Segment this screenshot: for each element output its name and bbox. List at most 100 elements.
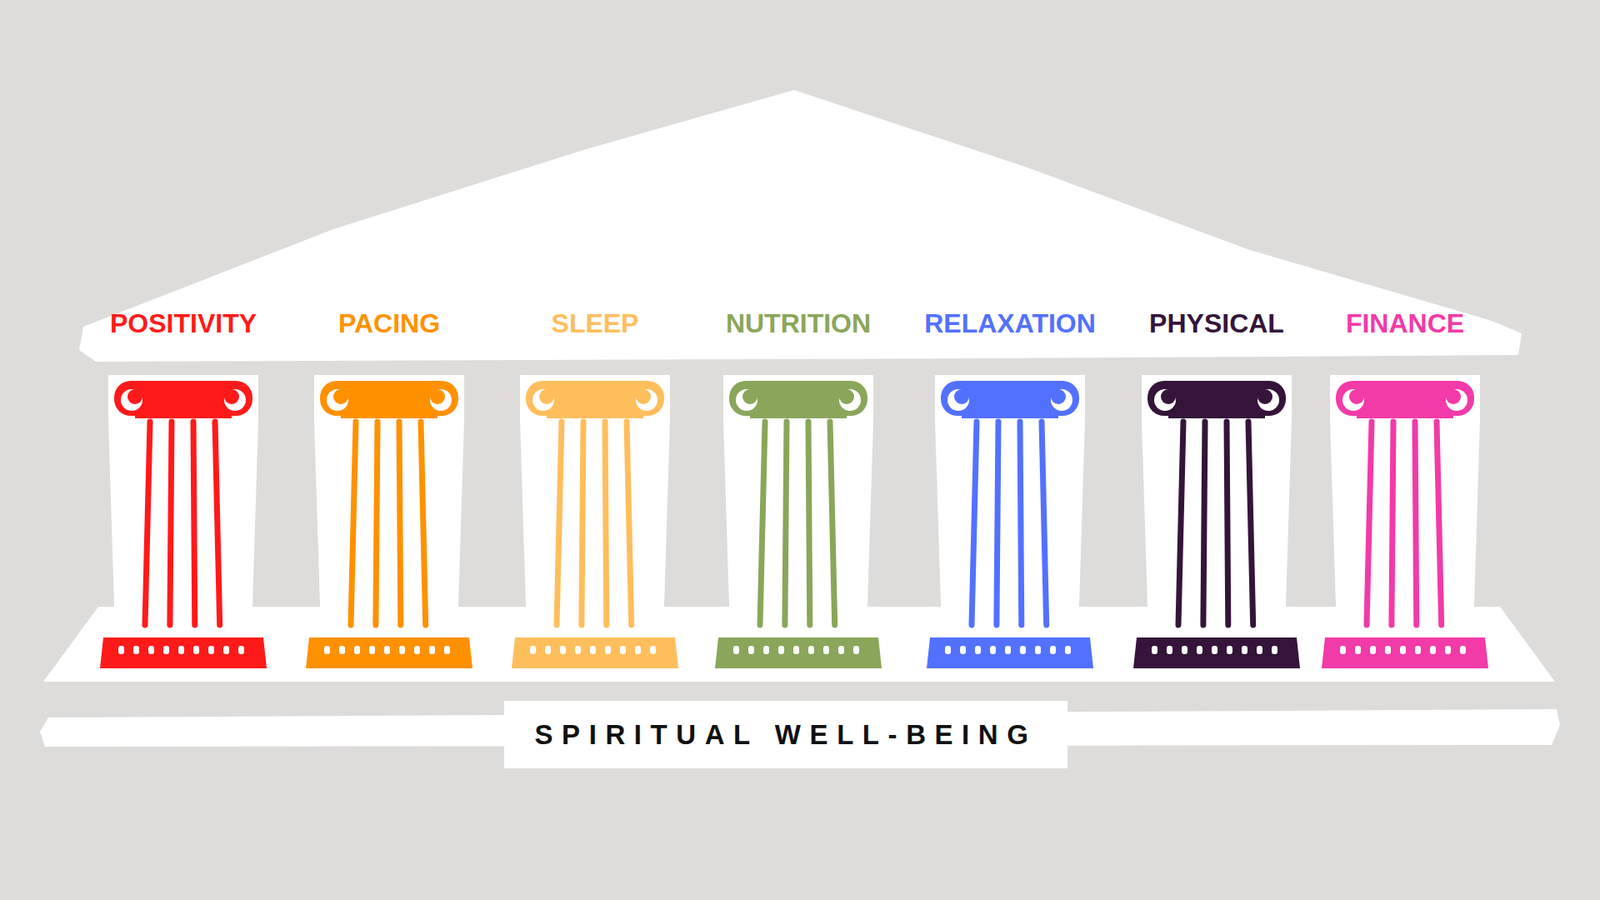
base-dot	[1035, 645, 1041, 655]
capital-scroll	[1160, 389, 1176, 405]
base-dot	[163, 645, 170, 655]
column-base	[511, 637, 679, 669]
column	[295, 375, 483, 674]
base-dot	[1226, 645, 1233, 655]
capital-scroll	[539, 389, 555, 405]
pillar-label: SLEEP	[551, 310, 640, 337]
capital-scroll	[735, 389, 758, 411]
pillar-label: POSITIVITY	[110, 310, 257, 337]
column-outline	[295, 375, 483, 674]
column-flute	[1391, 421, 1394, 625]
base-dot	[429, 645, 435, 655]
column-flute	[1020, 421, 1022, 625]
base-dot	[960, 645, 966, 655]
base-dot	[133, 645, 140, 655]
column-flute	[996, 421, 999, 625]
base-dot	[590, 645, 596, 655]
base-dot	[1256, 645, 1263, 655]
base-dot	[399, 645, 405, 655]
column-capital-band	[750, 408, 847, 419]
column-shaft	[1341, 416, 1469, 632]
base-dot	[178, 645, 185, 655]
capital-scroll	[430, 389, 445, 405]
base-dot	[1400, 645, 1406, 655]
capital-scroll	[120, 389, 143, 411]
capital-scroll	[430, 389, 452, 411]
base-dot	[530, 645, 536, 655]
column-flute	[1436, 421, 1442, 625]
capital-scroll	[1050, 389, 1066, 405]
base-dot	[945, 645, 951, 655]
base-dot	[1151, 645, 1158, 655]
column-outline	[916, 375, 1104, 674]
capital-scroll	[635, 389, 651, 405]
base-dot	[1020, 645, 1026, 655]
column-flute	[350, 421, 356, 625]
column-flute	[1178, 421, 1184, 625]
column-outline	[501, 375, 689, 674]
capital-scroll	[333, 389, 349, 405]
base-dot	[148, 645, 155, 655]
base-dot	[369, 645, 375, 655]
capital-scroll	[1257, 389, 1273, 405]
base-dot	[414, 645, 420, 655]
base-dot	[1355, 645, 1361, 655]
pillar-label: NUTRITION	[725, 310, 871, 337]
column-flute	[215, 421, 220, 625]
base-dot	[1050, 645, 1056, 655]
column-shaft	[120, 416, 247, 632]
column-capital-band	[1356, 408, 1454, 419]
capital-scroll	[224, 389, 246, 411]
base-dot	[635, 645, 641, 655]
column	[916, 375, 1104, 674]
column-flute	[145, 421, 150, 625]
column-flute	[626, 421, 632, 625]
column-flute	[193, 421, 195, 625]
column-flute	[420, 421, 426, 625]
foundation-text: SPIRITUAL WELL-BEING	[535, 719, 1038, 751]
base-dot	[975, 645, 981, 655]
column-flute	[1041, 421, 1047, 625]
column-flute	[1366, 421, 1372, 625]
capital-scroll	[1257, 389, 1280, 411]
column	[1311, 375, 1499, 674]
base-dot	[238, 645, 245, 655]
column-base	[305, 637, 473, 669]
column-flute	[830, 421, 835, 625]
column-flute	[1415, 421, 1417, 625]
base-dot	[778, 645, 785, 655]
temple-roof	[79, 90, 1522, 362]
column-flute	[375, 421, 378, 625]
base-dot	[208, 645, 215, 655]
base-dot	[444, 645, 450, 655]
base-dot	[838, 645, 845, 655]
capital-scroll	[742, 389, 758, 405]
column-flute	[1226, 421, 1229, 625]
base-dot	[1370, 645, 1376, 655]
base-dot	[560, 645, 566, 655]
base-dot	[545, 645, 551, 655]
capital-scroll	[954, 389, 970, 405]
column-shaft	[1153, 416, 1280, 632]
base-dot	[748, 645, 755, 655]
capital-scroll	[839, 389, 855, 405]
column	[705, 375, 892, 674]
column-outline	[1311, 375, 1499, 674]
capital-scroll	[635, 389, 658, 411]
base-dot	[990, 645, 996, 655]
column	[1123, 375, 1310, 674]
base-dot	[1385, 645, 1391, 655]
capital-scroll	[1050, 389, 1073, 411]
column-flute	[556, 421, 562, 625]
base-dot	[1445, 645, 1451, 655]
column-shaft	[325, 416, 453, 632]
column-base	[100, 637, 267, 669]
capital-scroll	[1445, 389, 1461, 405]
column-base	[926, 637, 1094, 669]
column-flute	[399, 421, 401, 625]
base-dot	[1460, 645, 1466, 655]
column-outline	[90, 375, 277, 674]
base-dot	[1241, 645, 1248, 655]
base-dot	[853, 645, 860, 655]
base-dot	[1430, 645, 1436, 655]
